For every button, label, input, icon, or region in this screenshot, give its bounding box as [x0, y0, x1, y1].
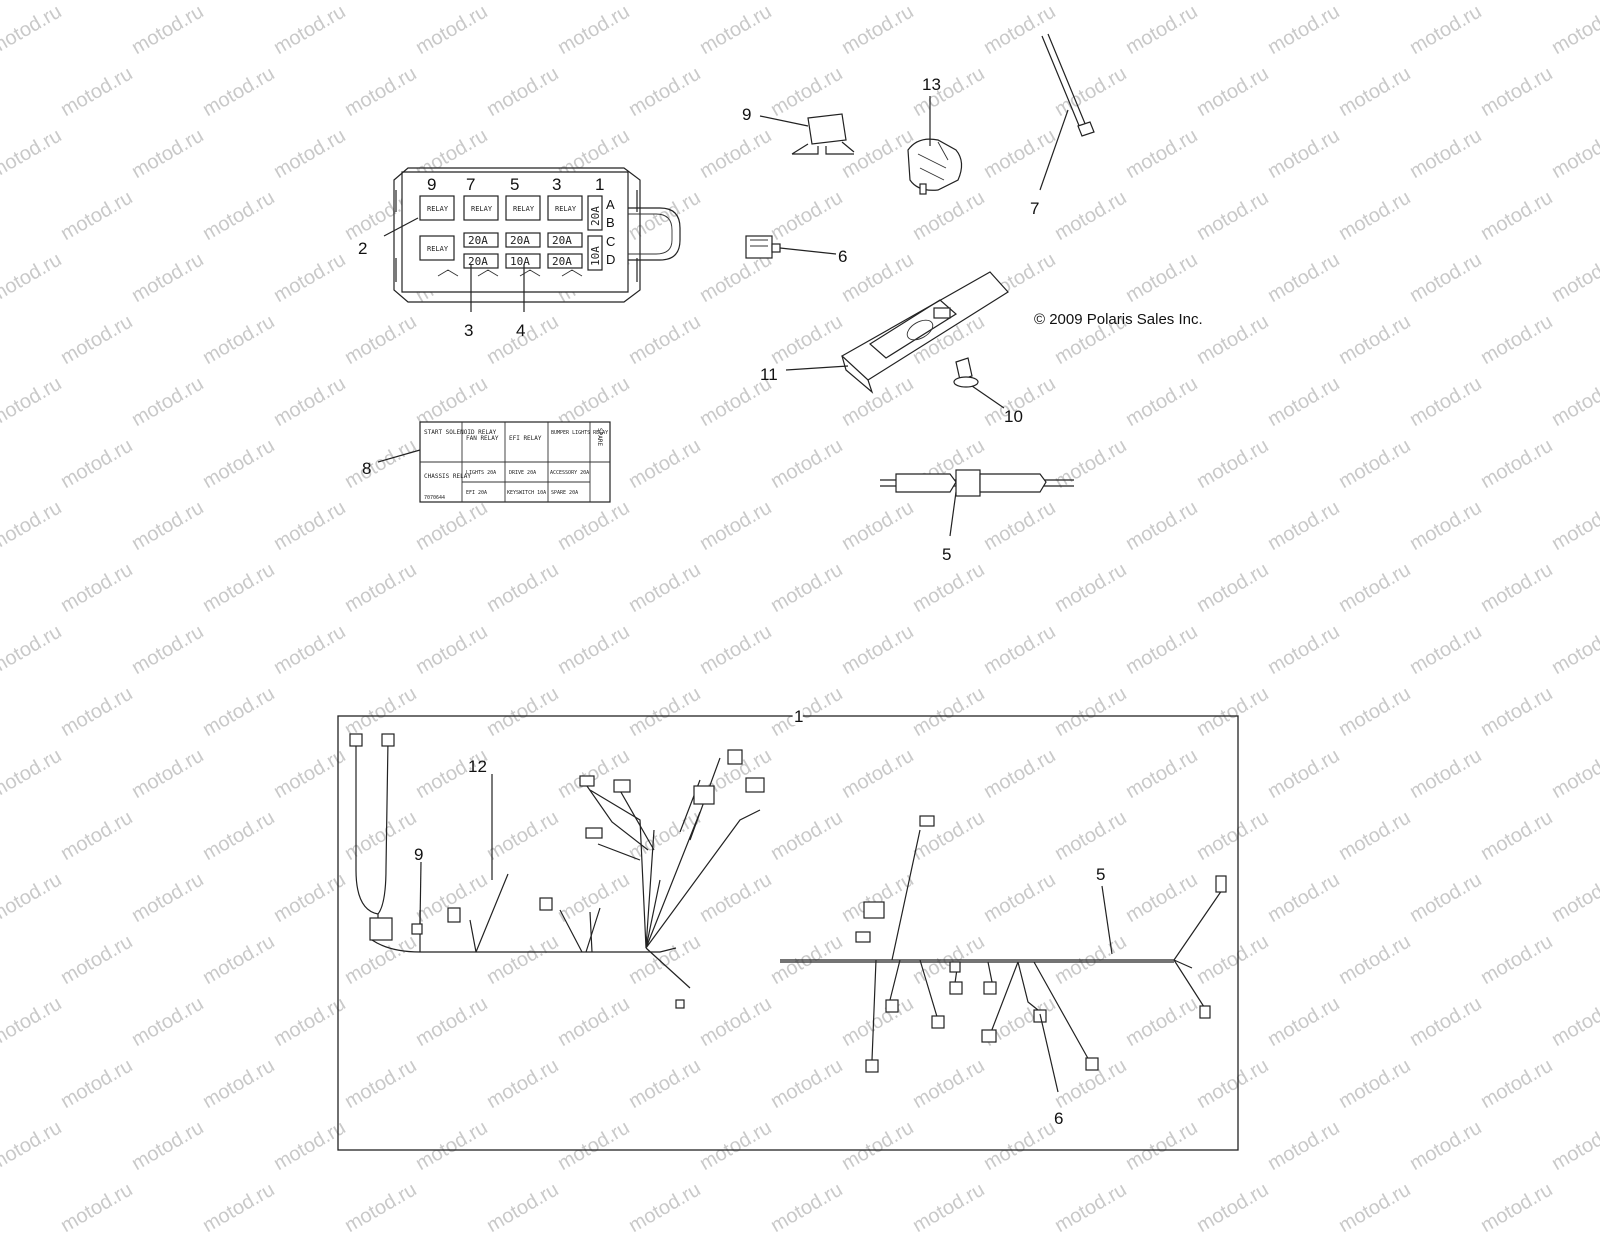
callout-8: 8 — [362, 459, 371, 478]
push-pin-part-10 — [953, 357, 979, 388]
fuse-label: 20A — [589, 206, 602, 226]
harness-right — [780, 815, 1227, 1073]
relay-label: RELAY — [471, 205, 493, 213]
callout-6: 6 — [838, 247, 847, 266]
fuse-label: 20A — [552, 234, 572, 247]
decal-cell: EFI 20A — [466, 490, 487, 496]
callout-6b: 6 — [1054, 1109, 1063, 1128]
callout-13: 13 — [922, 75, 941, 94]
position-label: 5 — [510, 175, 519, 194]
cable-tie-part-7 — [1041, 33, 1095, 137]
decal-cell: DRIVE 20A — [509, 470, 536, 476]
fuse-label: 10A — [589, 246, 602, 266]
fuse-label: 20A — [552, 255, 572, 268]
callout-1: 1 — [794, 707, 803, 726]
callout-5: 5 — [942, 545, 951, 564]
position-label: 9 — [427, 175, 436, 194]
copyright-text: © 2009 Polaris Sales Inc. — [1034, 311, 1203, 328]
decal-cell: SPARE 20A — [551, 490, 578, 496]
callout-11: 11 — [760, 365, 778, 384]
harness-frame — [337, 715, 1239, 1151]
position-label: 3 — [552, 175, 561, 194]
diagram-svg: 9 7 5 3 1 RELAY RELAY RELAY RELAY RELAY … — [337, 33, 1239, 1151]
bracket-part-11 — [840, 271, 1009, 394]
decal-cell: ACCESSORY 20A — [550, 470, 589, 476]
relay-label: RELAY — [555, 205, 577, 213]
position-label: 7 — [466, 175, 475, 194]
relay-label: RELAY — [427, 245, 449, 253]
callout-9: 9 — [742, 105, 751, 124]
inline-fuse-holder-part-5 — [880, 469, 1074, 497]
callout-3: 3 — [464, 321, 473, 340]
fuse-label: 10A — [510, 255, 530, 268]
fuse-label: 20A — [510, 234, 530, 247]
decal-cell: EFI RELAY — [509, 435, 542, 442]
callout-9b: 9 — [414, 845, 423, 864]
decal-cell: FAN RELAY — [466, 435, 499, 442]
relay-label: RELAY — [513, 205, 535, 213]
fuse-box: 9 7 5 3 1 RELAY RELAY RELAY RELAY RELAY … — [393, 167, 681, 303]
callout-12: 12 — [468, 757, 487, 776]
callout-5b: 5 — [1096, 865, 1105, 884]
connector-part-13 — [907, 138, 963, 195]
row-label: B — [606, 215, 615, 230]
decal-part-number: 7070644 — [424, 495, 445, 501]
position-label: 1 — [595, 175, 604, 194]
callout-4: 4 — [516, 321, 525, 340]
row-label: C — [606, 234, 615, 249]
decal-cell: BUMPER LIGHTS RELAY — [551, 430, 608, 436]
row-label: A — [606, 197, 615, 212]
fuse-label: 20A — [468, 234, 488, 247]
callout-2: 2 — [358, 239, 367, 258]
decal-cell: CHASSIS RELAY — [424, 473, 471, 480]
fuse-label: 20A — [468, 255, 488, 268]
callout-10: 10 — [1004, 407, 1023, 426]
relay-part-9 — [791, 113, 855, 155]
decal-cell: LIGHTS 20A — [466, 470, 496, 476]
decal-cell: KEYSWITCH 10A — [507, 490, 546, 496]
row-label: D — [606, 252, 615, 267]
harness-left — [349, 733, 765, 1009]
callout-7: 7 — [1030, 199, 1039, 218]
decal-cell: START SOLENOID RELAY — [424, 429, 497, 436]
fuse-decal: START SOLENOID RELAY FAN RELAY EFI RELAY… — [419, 421, 611, 503]
decal-cell: SPARE — [596, 428, 603, 446]
plug-part-6 — [745, 235, 781, 259]
relay-label: RELAY — [427, 205, 449, 213]
